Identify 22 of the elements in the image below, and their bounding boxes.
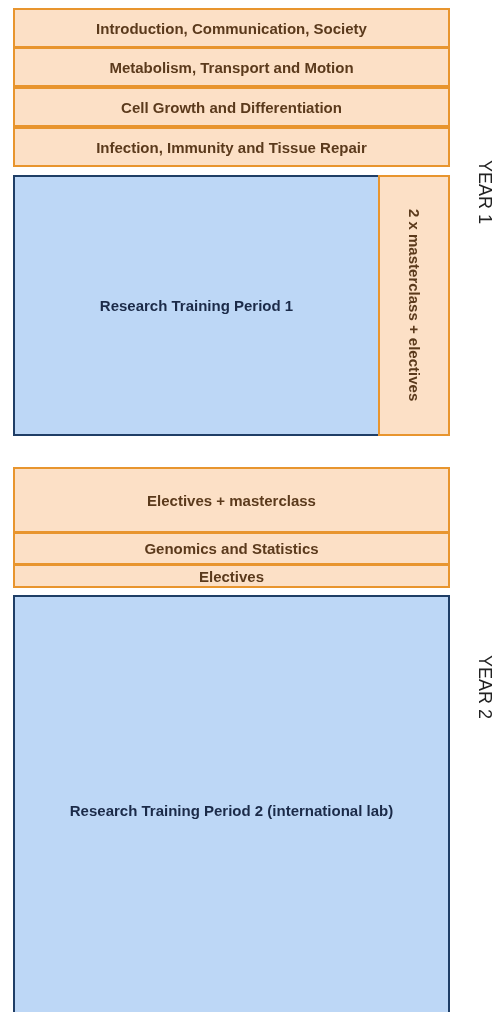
course-band: [378, 175, 450, 436]
research-block: [13, 175, 380, 436]
block-title: Electives + masterclass: [147, 491, 316, 509]
block-title: 2 x masterclass + electives: [405, 209, 423, 402]
course-band: [13, 467, 450, 533]
course-band: [13, 127, 450, 167]
year-label: YEAR 2: [474, 655, 495, 720]
block-title: Electives: [198, 567, 264, 585]
block-title: Research Training Period 2 (international lab): [69, 801, 394, 819]
year-label: YEAR 1: [474, 160, 495, 225]
course-band: [13, 8, 450, 48]
course-band: [13, 532, 450, 565]
block-title: Infection, Immunity and Tissue Repair: [96, 138, 367, 156]
course-band: [13, 564, 450, 588]
block-title: Research Training Period 1: [99, 297, 294, 314]
course-band: [13, 47, 450, 87]
block-title: Introduction, Communication, Society: [96, 19, 367, 37]
research-block: [13, 595, 450, 1012]
block-title: Metabolism, Transport and Motion: [109, 58, 354, 76]
block-title: Genomics and Statistics: [144, 540, 319, 557]
course-band: [13, 87, 450, 127]
block-title: Cell Growth and Differentiation: [121, 98, 342, 116]
